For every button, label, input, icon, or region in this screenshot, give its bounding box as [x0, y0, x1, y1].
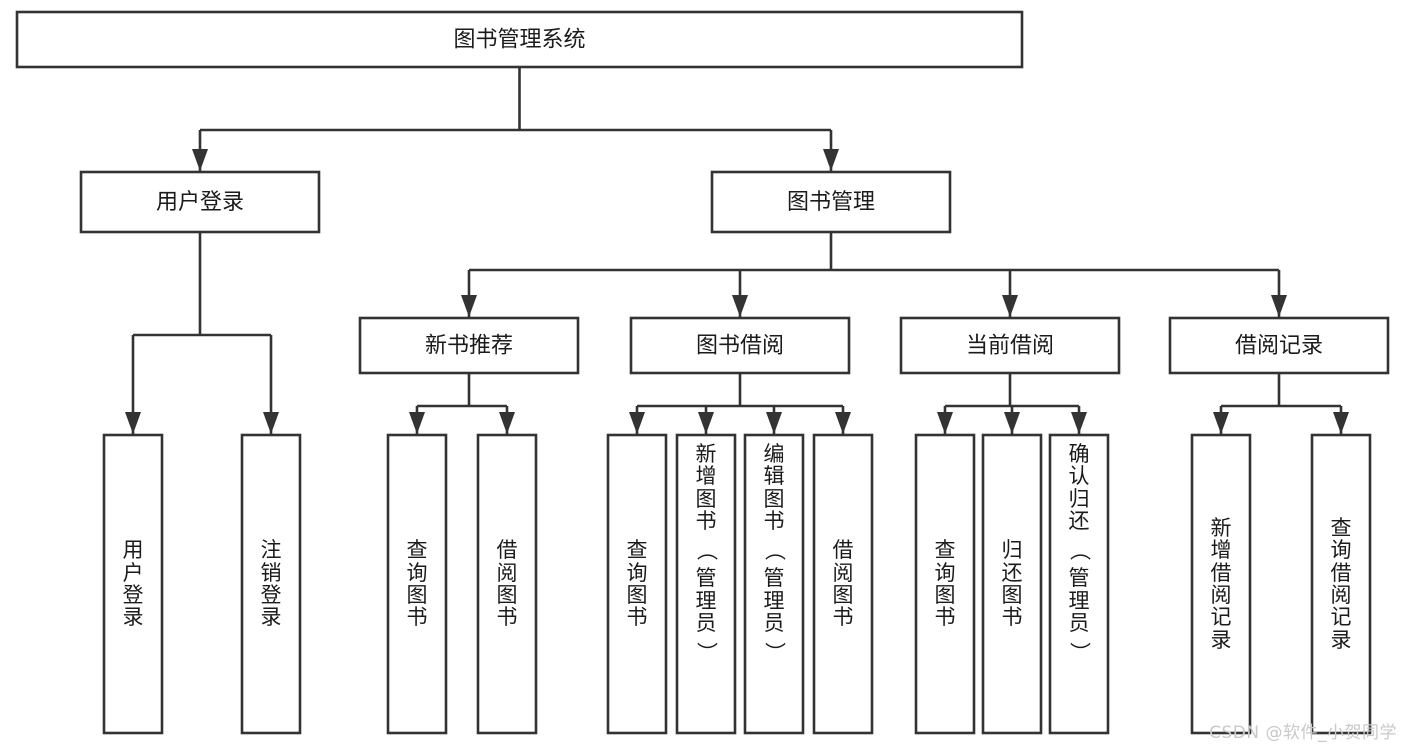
arrow-head-icon: [732, 295, 748, 317]
connectors-layer: [125, 67, 1349, 434]
arrow-head-icon: [1333, 412, 1349, 434]
node-box-leaf-edit-book[interactable]: [743, 433, 805, 735]
node-label-new-book-rec: 新书推荐: [425, 334, 513, 359]
arrow-head-icon: [1213, 412, 1229, 434]
node-box-leaf-add-record[interactable]: [1190, 433, 1252, 735]
arrow-head-icon: [499, 412, 515, 434]
node-box-leaf-query-book-1[interactable]: [386, 433, 448, 735]
node-label-borrow-record: 借阅记录: [1235, 334, 1323, 359]
node-box-book-manage[interactable]: [710, 170, 952, 234]
node-label-book-manage: 图书管理: [787, 190, 875, 215]
arrow-head-icon: [698, 412, 714, 434]
node-label-current-borrow: 当前借阅: [966, 334, 1054, 359]
node-box-new-book-rec[interactable]: [358, 316, 580, 375]
arrow-head-icon: [192, 149, 208, 171]
node-label-root: 图书管理系统: [453, 28, 585, 53]
arrow-head-icon: [125, 412, 141, 434]
node-box-leaf-query-book-3[interactable]: [914, 433, 976, 735]
arrow-head-icon: [937, 412, 953, 434]
node-box-leaf-add-book[interactable]: [675, 433, 737, 735]
node-box-leaf-borrow-book-2[interactable]: [812, 433, 874, 735]
arrow-head-icon: [1271, 295, 1287, 317]
arrow-head-icon: [766, 412, 782, 434]
node-box-leaf-logout[interactable]: [240, 433, 302, 735]
node-box-user-login[interactable]: [79, 170, 321, 234]
node-boxes-layer: [15, 10, 1390, 735]
node-box-book-borrow[interactable]: [629, 316, 851, 375]
node-box-leaf-user-login[interactable]: [102, 433, 164, 735]
node-box-leaf-confirm-return[interactable]: [1048, 433, 1110, 735]
node-box-borrow-record[interactable]: [1168, 316, 1390, 375]
node-box-root[interactable]: [15, 10, 1024, 69]
arrow-head-icon: [1004, 412, 1020, 434]
node-label-book-borrow: 图书借阅: [696, 334, 784, 359]
node-label-user-login: 用户登录: [156, 190, 244, 215]
arrow-head-icon: [835, 412, 851, 434]
node-box-leaf-borrow-book-1[interactable]: [476, 433, 538, 735]
arrow-head-icon: [263, 412, 279, 434]
node-box-leaf-query-book-2[interactable]: [606, 433, 668, 735]
arrow-head-icon: [629, 412, 645, 434]
node-box-current-borrow[interactable]: [899, 316, 1121, 375]
watermark-text: CSDN @软件_小贺同学: [1209, 723, 1397, 743]
arrow-head-icon: [461, 295, 477, 317]
arrow-head-icon: [1002, 295, 1018, 317]
arrow-head-icon: [823, 149, 839, 171]
node-box-leaf-return-book[interactable]: [981, 433, 1043, 735]
node-box-leaf-query-record[interactable]: [1310, 433, 1372, 735]
arrow-head-icon: [409, 412, 425, 434]
arrow-head-icon: [1071, 412, 1087, 434]
